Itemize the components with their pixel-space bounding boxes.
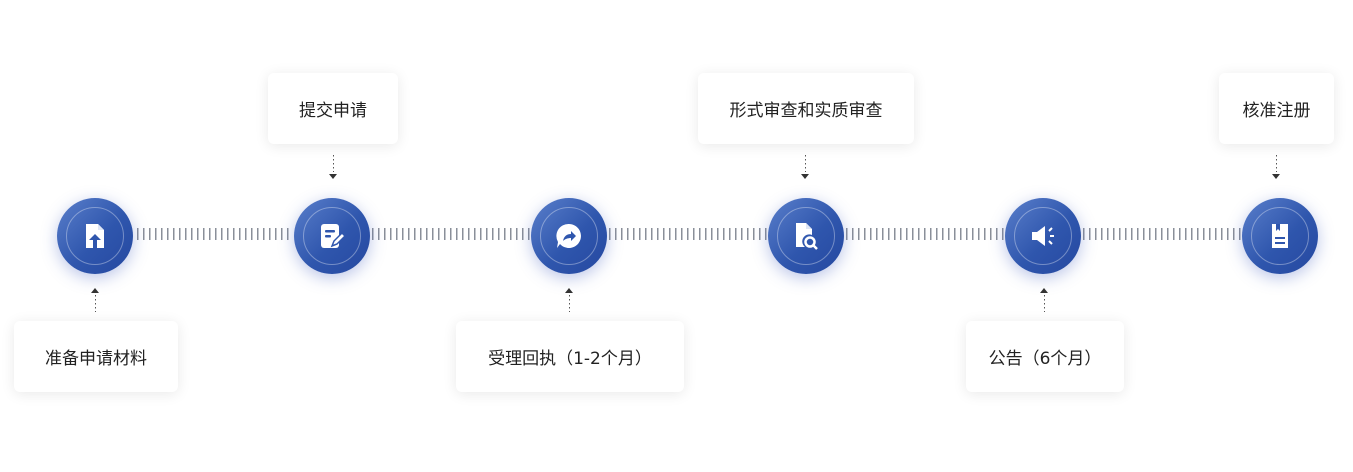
share-reply-icon (556, 223, 581, 248)
connector-arrow-up (565, 288, 573, 312)
step-node-3 (531, 198, 607, 274)
step-node-5 (1005, 198, 1081, 274)
connector-arrow-down (801, 155, 809, 179)
step-label-4: 形式审查和实质审查 (698, 73, 914, 144)
connector-arrow-down (329, 155, 337, 179)
edit-document-icon (321, 224, 346, 248)
connector-arrow-down (1272, 155, 1280, 179)
step-node-6 (1242, 198, 1318, 274)
timeline-connector (372, 228, 530, 240)
timeline-connector (137, 228, 293, 240)
connector-arrow-up (1040, 288, 1048, 312)
timeline-connector (1083, 228, 1241, 240)
timeline-connector (846, 228, 1004, 240)
file-upload-icon (86, 224, 104, 248)
timeline-connector (609, 228, 767, 240)
step-label-5: 公告（6个月） (966, 321, 1124, 392)
connector-arrow-up (91, 288, 99, 312)
step-node-1 (57, 198, 133, 274)
register-book-icon (1272, 224, 1288, 248)
document-search-icon (796, 223, 818, 250)
step-label-3: 受理回执（1-2个月） (456, 321, 684, 392)
step-label-1: 准备申请材料 (14, 321, 178, 392)
step-label-2: 提交申请 (268, 73, 398, 144)
step-node-2 (294, 198, 370, 274)
announcement-speaker-icon (1032, 226, 1054, 246)
step-label-6: 核准注册 (1219, 73, 1334, 144)
step-node-4 (768, 198, 844, 274)
